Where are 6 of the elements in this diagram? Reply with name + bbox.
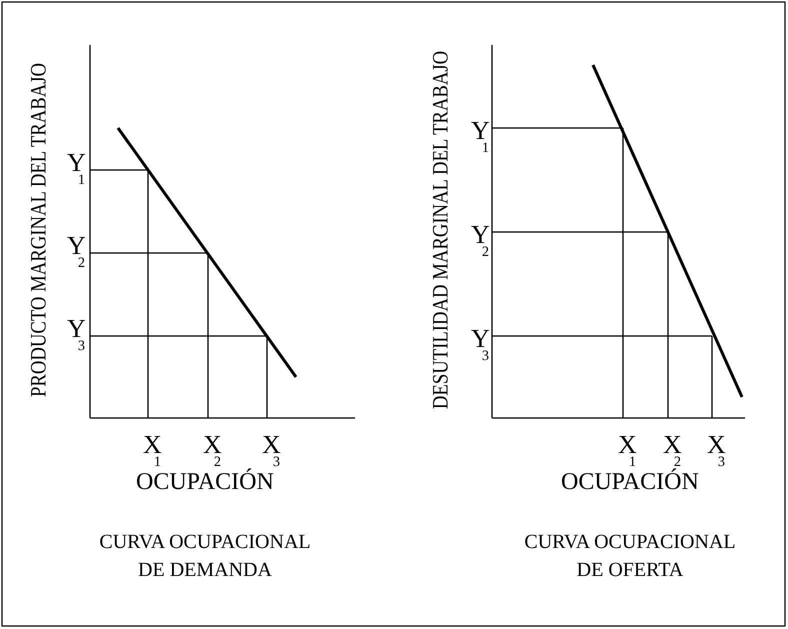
chart-caption: CURVA OCUPACIONAL DE DEMANDA: [98, 530, 312, 583]
axis-title: OCUPACIÓN: [136, 470, 274, 494]
chart-caption: CURVA OCUPACIONAL DE OFERTA: [523, 530, 737, 583]
axis-title: DESUTILIDAD MARGINAL DEL TRABAJO: [429, 50, 452, 410]
axis-title: OCUPACIÓN: [561, 470, 699, 494]
axis-title: PRODUCTO MARGINAL DEL TRABAJO: [27, 62, 49, 398]
